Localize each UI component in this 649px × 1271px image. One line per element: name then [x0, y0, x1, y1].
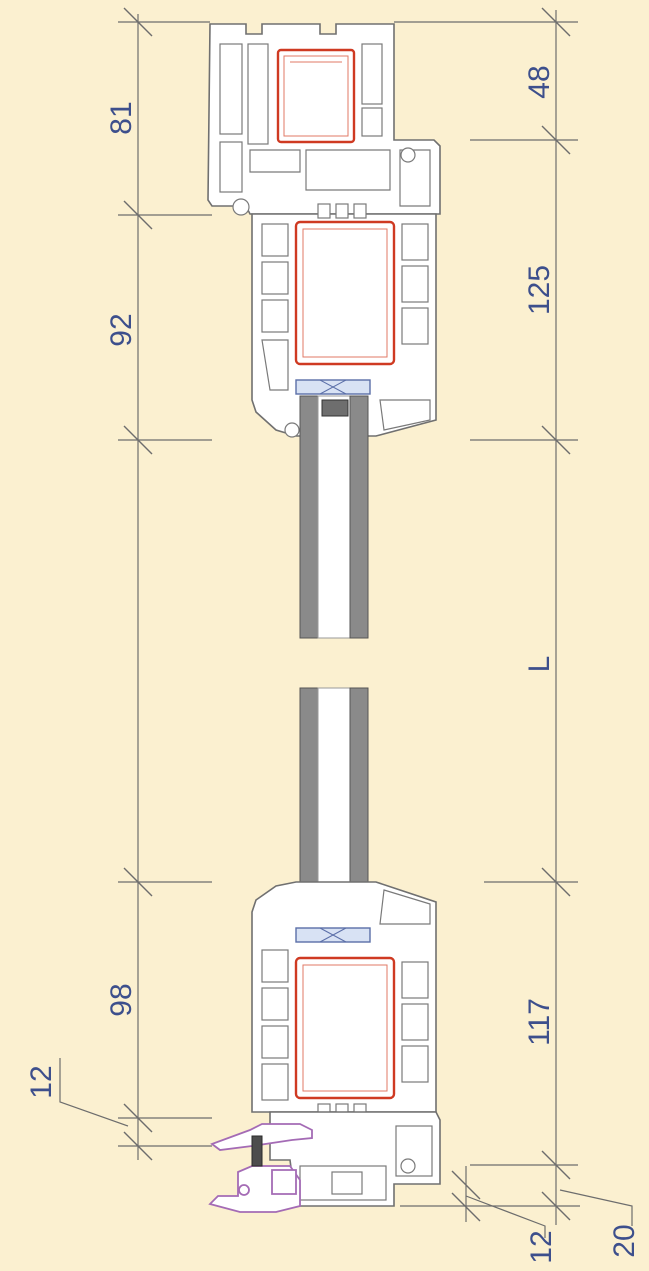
dim-left-lower: 98: [105, 983, 138, 1016]
dim-right-upper: 125: [523, 265, 556, 315]
left-dimension-chain: [59, 7, 212, 1161]
dim-right-top: 48: [523, 65, 556, 98]
top-frame-profile: [207, 23, 441, 216]
lower-sash-profile: [251, 881, 437, 1119]
dim-right-lower: 117: [523, 998, 556, 1046]
dim-bottom-small-b: 20: [608, 1224, 641, 1257]
dim-right-middle: L: [523, 656, 556, 673]
dim-left-upper: 92: [105, 313, 138, 346]
right-dimension-chain: [394, 7, 633, 1238]
dim-left-top: 81: [105, 101, 138, 134]
upper-sash-profile: [251, 203, 437, 438]
glazing-unit-upper: [299, 395, 369, 639]
dim-left-bottom-small: 12: [25, 1065, 58, 1098]
weather-drip-profile: [208, 1123, 313, 1213]
dim-bottom-small-a: 12: [525, 1230, 558, 1263]
